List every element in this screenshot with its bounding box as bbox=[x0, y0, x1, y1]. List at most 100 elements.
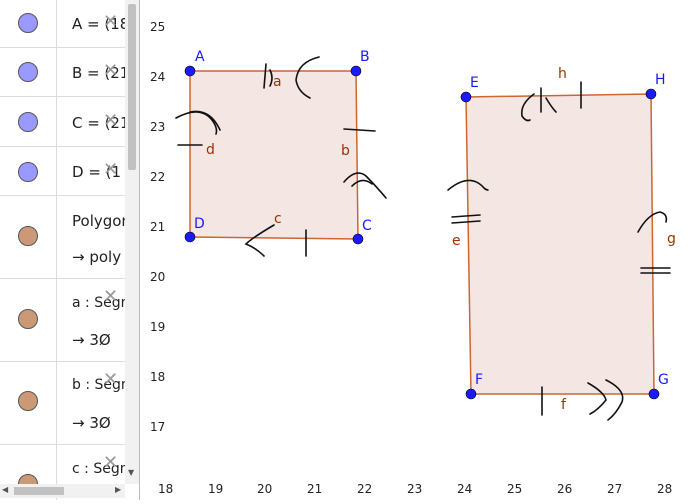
point-label-D: D bbox=[194, 216, 205, 232]
x-tick-label: 26 bbox=[557, 482, 572, 496]
x-tick-label: 21 bbox=[307, 482, 322, 496]
close-icon[interactable]: ✕ bbox=[103, 159, 119, 180]
algebra-view: A = (18 ✕ B = (21 ✕ C = (21 ✕ D = (1 ✕ P… bbox=[0, 0, 140, 500]
algebra-item-value: → 3Ø bbox=[72, 331, 111, 349]
point-label-B: B bbox=[360, 49, 370, 65]
vertical-scrollbar[interactable]: ▼ bbox=[125, 0, 139, 484]
ink-stroke bbox=[587, 382, 607, 415]
polygon-efgh[interactable] bbox=[465, 93, 655, 395]
graphics-canvas[interactable]: 25 24 23 22 21 20 19 18 17 18 19 20 21 2… bbox=[140, 0, 700, 500]
close-icon[interactable]: ✕ bbox=[103, 110, 119, 131]
scrollbar-thumb[interactable] bbox=[14, 487, 64, 495]
x-tick-label: 18 bbox=[158, 482, 173, 496]
segment-label-d: d bbox=[206, 142, 215, 158]
x-tick-label: 20 bbox=[257, 482, 272, 496]
x-tick-label: 24 bbox=[457, 482, 472, 496]
point-label-G: G bbox=[658, 372, 669, 388]
point-F[interactable] bbox=[465, 388, 477, 400]
point-C[interactable] bbox=[352, 233, 364, 245]
algebra-item-label: D = (1 bbox=[72, 163, 122, 181]
y-tick-label: 19 bbox=[150, 320, 165, 334]
x-tick-label: 25 bbox=[507, 482, 522, 496]
algebra-item-a[interactable]: a : Segm ✕ → 3Ø bbox=[0, 279, 134, 362]
ink-stroke bbox=[189, 110, 221, 131]
scroll-right-arrow-icon[interactable]: ▶ bbox=[115, 485, 122, 494]
marble-cell bbox=[0, 196, 57, 278]
ink-stroke bbox=[244, 224, 275, 257]
scroll-down-arrow-icon[interactable]: ▼ bbox=[128, 468, 135, 477]
point-label-A: A bbox=[195, 49, 205, 65]
ink-stroke bbox=[351, 179, 373, 187]
y-tick-label: 23 bbox=[150, 120, 165, 134]
ink-stroke bbox=[451, 220, 481, 224]
algebra-item-b[interactable]: b : Segm ✕ → 3Ø bbox=[0, 362, 135, 445]
algebra-item-label: c : Segm bbox=[72, 461, 134, 477]
visibility-toggle[interactable] bbox=[18, 13, 38, 33]
ink-stroke bbox=[545, 97, 557, 113]
marble-cell bbox=[0, 48, 57, 96]
marble-cell bbox=[0, 97, 57, 146]
marble-cell bbox=[0, 0, 57, 47]
visibility-toggle[interactable] bbox=[18, 112, 38, 132]
algebra-item-label: B = (21 bbox=[72, 64, 130, 82]
point-H[interactable] bbox=[645, 88, 657, 100]
y-tick-label: 20 bbox=[150, 270, 165, 284]
algebra-item-label: a : Segm bbox=[72, 295, 135, 311]
scroll-left-arrow-icon[interactable]: ◀ bbox=[2, 485, 9, 494]
y-tick-label: 17 bbox=[150, 420, 165, 434]
horizontal-scrollbar[interactable]: ◀ ▶ bbox=[0, 484, 125, 498]
algebra-item-C[interactable]: C = (21 ✕ bbox=[0, 97, 130, 147]
x-tick-label: 27 bbox=[607, 482, 622, 496]
point-label-H: H bbox=[655, 72, 666, 88]
close-icon[interactable]: ✕ bbox=[103, 60, 119, 81]
x-tick-label: 23 bbox=[407, 482, 422, 496]
algebra-item-D[interactable]: D = (1 ✕ bbox=[0, 147, 125, 196]
point-G[interactable] bbox=[648, 388, 660, 400]
y-tick-label: 24 bbox=[150, 70, 165, 84]
panel-divider[interactable] bbox=[139, 0, 140, 500]
algebra-item-value: → 3Ø bbox=[72, 414, 111, 432]
point-label-E: E bbox=[470, 75, 479, 91]
point-D[interactable] bbox=[184, 231, 196, 243]
point-A[interactable] bbox=[184, 65, 196, 77]
close-icon[interactable]: ✕ bbox=[103, 369, 119, 390]
close-icon[interactable]: ✕ bbox=[103, 286, 119, 307]
scrollbar-thumb[interactable] bbox=[128, 4, 136, 170]
ink-stroke bbox=[343, 172, 387, 199]
segment-label-e: e bbox=[452, 233, 461, 249]
segment-label-a: a bbox=[273, 74, 282, 90]
algebra-item-label: b : Segm bbox=[72, 377, 135, 393]
point-label-C: C bbox=[362, 218, 372, 234]
ink-stroke bbox=[637, 211, 668, 233]
visibility-toggle[interactable] bbox=[18, 62, 38, 82]
algebra-item-B[interactable]: B = (21 ✕ bbox=[0, 48, 129, 97]
close-icon[interactable]: ✕ bbox=[103, 11, 119, 32]
segment-label-g: g bbox=[667, 231, 676, 247]
algebra-item-label: A = (18 bbox=[72, 15, 130, 33]
visibility-toggle[interactable] bbox=[18, 391, 38, 411]
close-icon[interactable]: ✕ bbox=[103, 452, 119, 473]
ink-stroke bbox=[175, 111, 218, 135]
visibility-toggle[interactable] bbox=[18, 226, 38, 246]
ink-stroke bbox=[263, 63, 267, 89]
graphics-view[interactable]: 25 24 23 22 21 20 19 18 17 18 19 20 21 2… bbox=[140, 0, 700, 500]
algebra-item-A[interactable]: A = (18 ✕ bbox=[0, 0, 129, 48]
y-tick-label: 21 bbox=[150, 220, 165, 234]
x-tick-label: 28 bbox=[657, 482, 672, 496]
algebra-item-polygon[interactable]: Polygon → poly bbox=[0, 196, 131, 279]
point-B[interactable] bbox=[350, 65, 362, 77]
visibility-toggle[interactable] bbox=[18, 309, 38, 329]
marble-cell bbox=[0, 362, 57, 444]
marble-cell bbox=[0, 147, 57, 195]
segment-label-h: h bbox=[558, 66, 567, 82]
ink-stroke bbox=[520, 93, 535, 122]
ink-stroke bbox=[295, 56, 320, 99]
ink-stroke bbox=[447, 179, 489, 191]
visibility-toggle[interactable] bbox=[18, 162, 38, 182]
marble-cell bbox=[0, 279, 57, 361]
algebra-item-label: Polygon bbox=[72, 212, 131, 230]
segment-label-f: f bbox=[561, 397, 567, 413]
x-tick-label: 19 bbox=[208, 482, 223, 496]
point-E[interactable] bbox=[460, 91, 472, 103]
ink-stroke bbox=[343, 128, 376, 132]
